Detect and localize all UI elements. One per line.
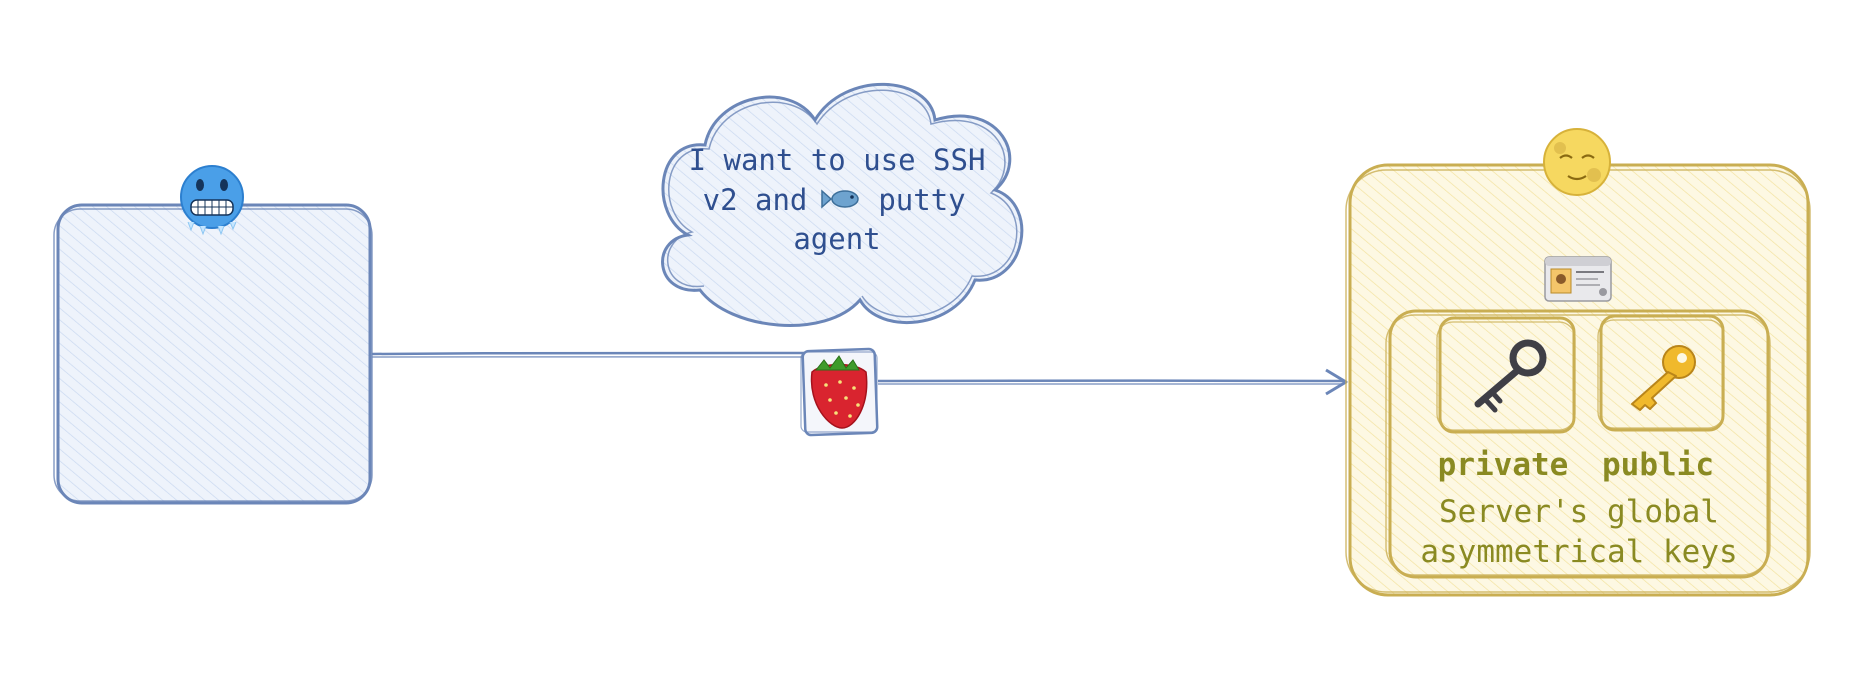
server-box[interactable] [1345,163,1811,597]
client-box[interactable] [53,203,373,505]
server-keys-group [1385,309,1771,579]
cold-face-icon [180,165,244,236]
public-key-box[interactable] [1597,314,1725,432]
fish-icon [821,189,859,209]
public-key-label: public [1602,447,1714,483]
cloud-line-3: agent [793,222,880,256]
old-key-icon [1474,339,1547,413]
key-icon [1631,345,1696,411]
cloud-line-2-start: v2 and [703,183,808,217]
server-caption-line-2: asymmetrical keys [1420,534,1737,570]
cloud-line-2-end: putty [878,183,965,217]
full-moon-face-icon [1543,128,1611,196]
connector-client-to-packet [371,351,805,358]
packet-box[interactable] [800,347,879,437]
cloud-line-1: I want to use SSH [689,143,986,177]
thought-cloud: I want to use SSH v2 and putty agent [661,82,1024,327]
server-caption-line-1: Server's global [1439,494,1719,530]
strawberry-icon [810,355,868,429]
arrow-packet-to-server [877,368,1348,396]
id-card-icon [1544,256,1612,302]
private-key-label: private [1438,447,1569,483]
private-key-box[interactable] [1436,316,1576,434]
